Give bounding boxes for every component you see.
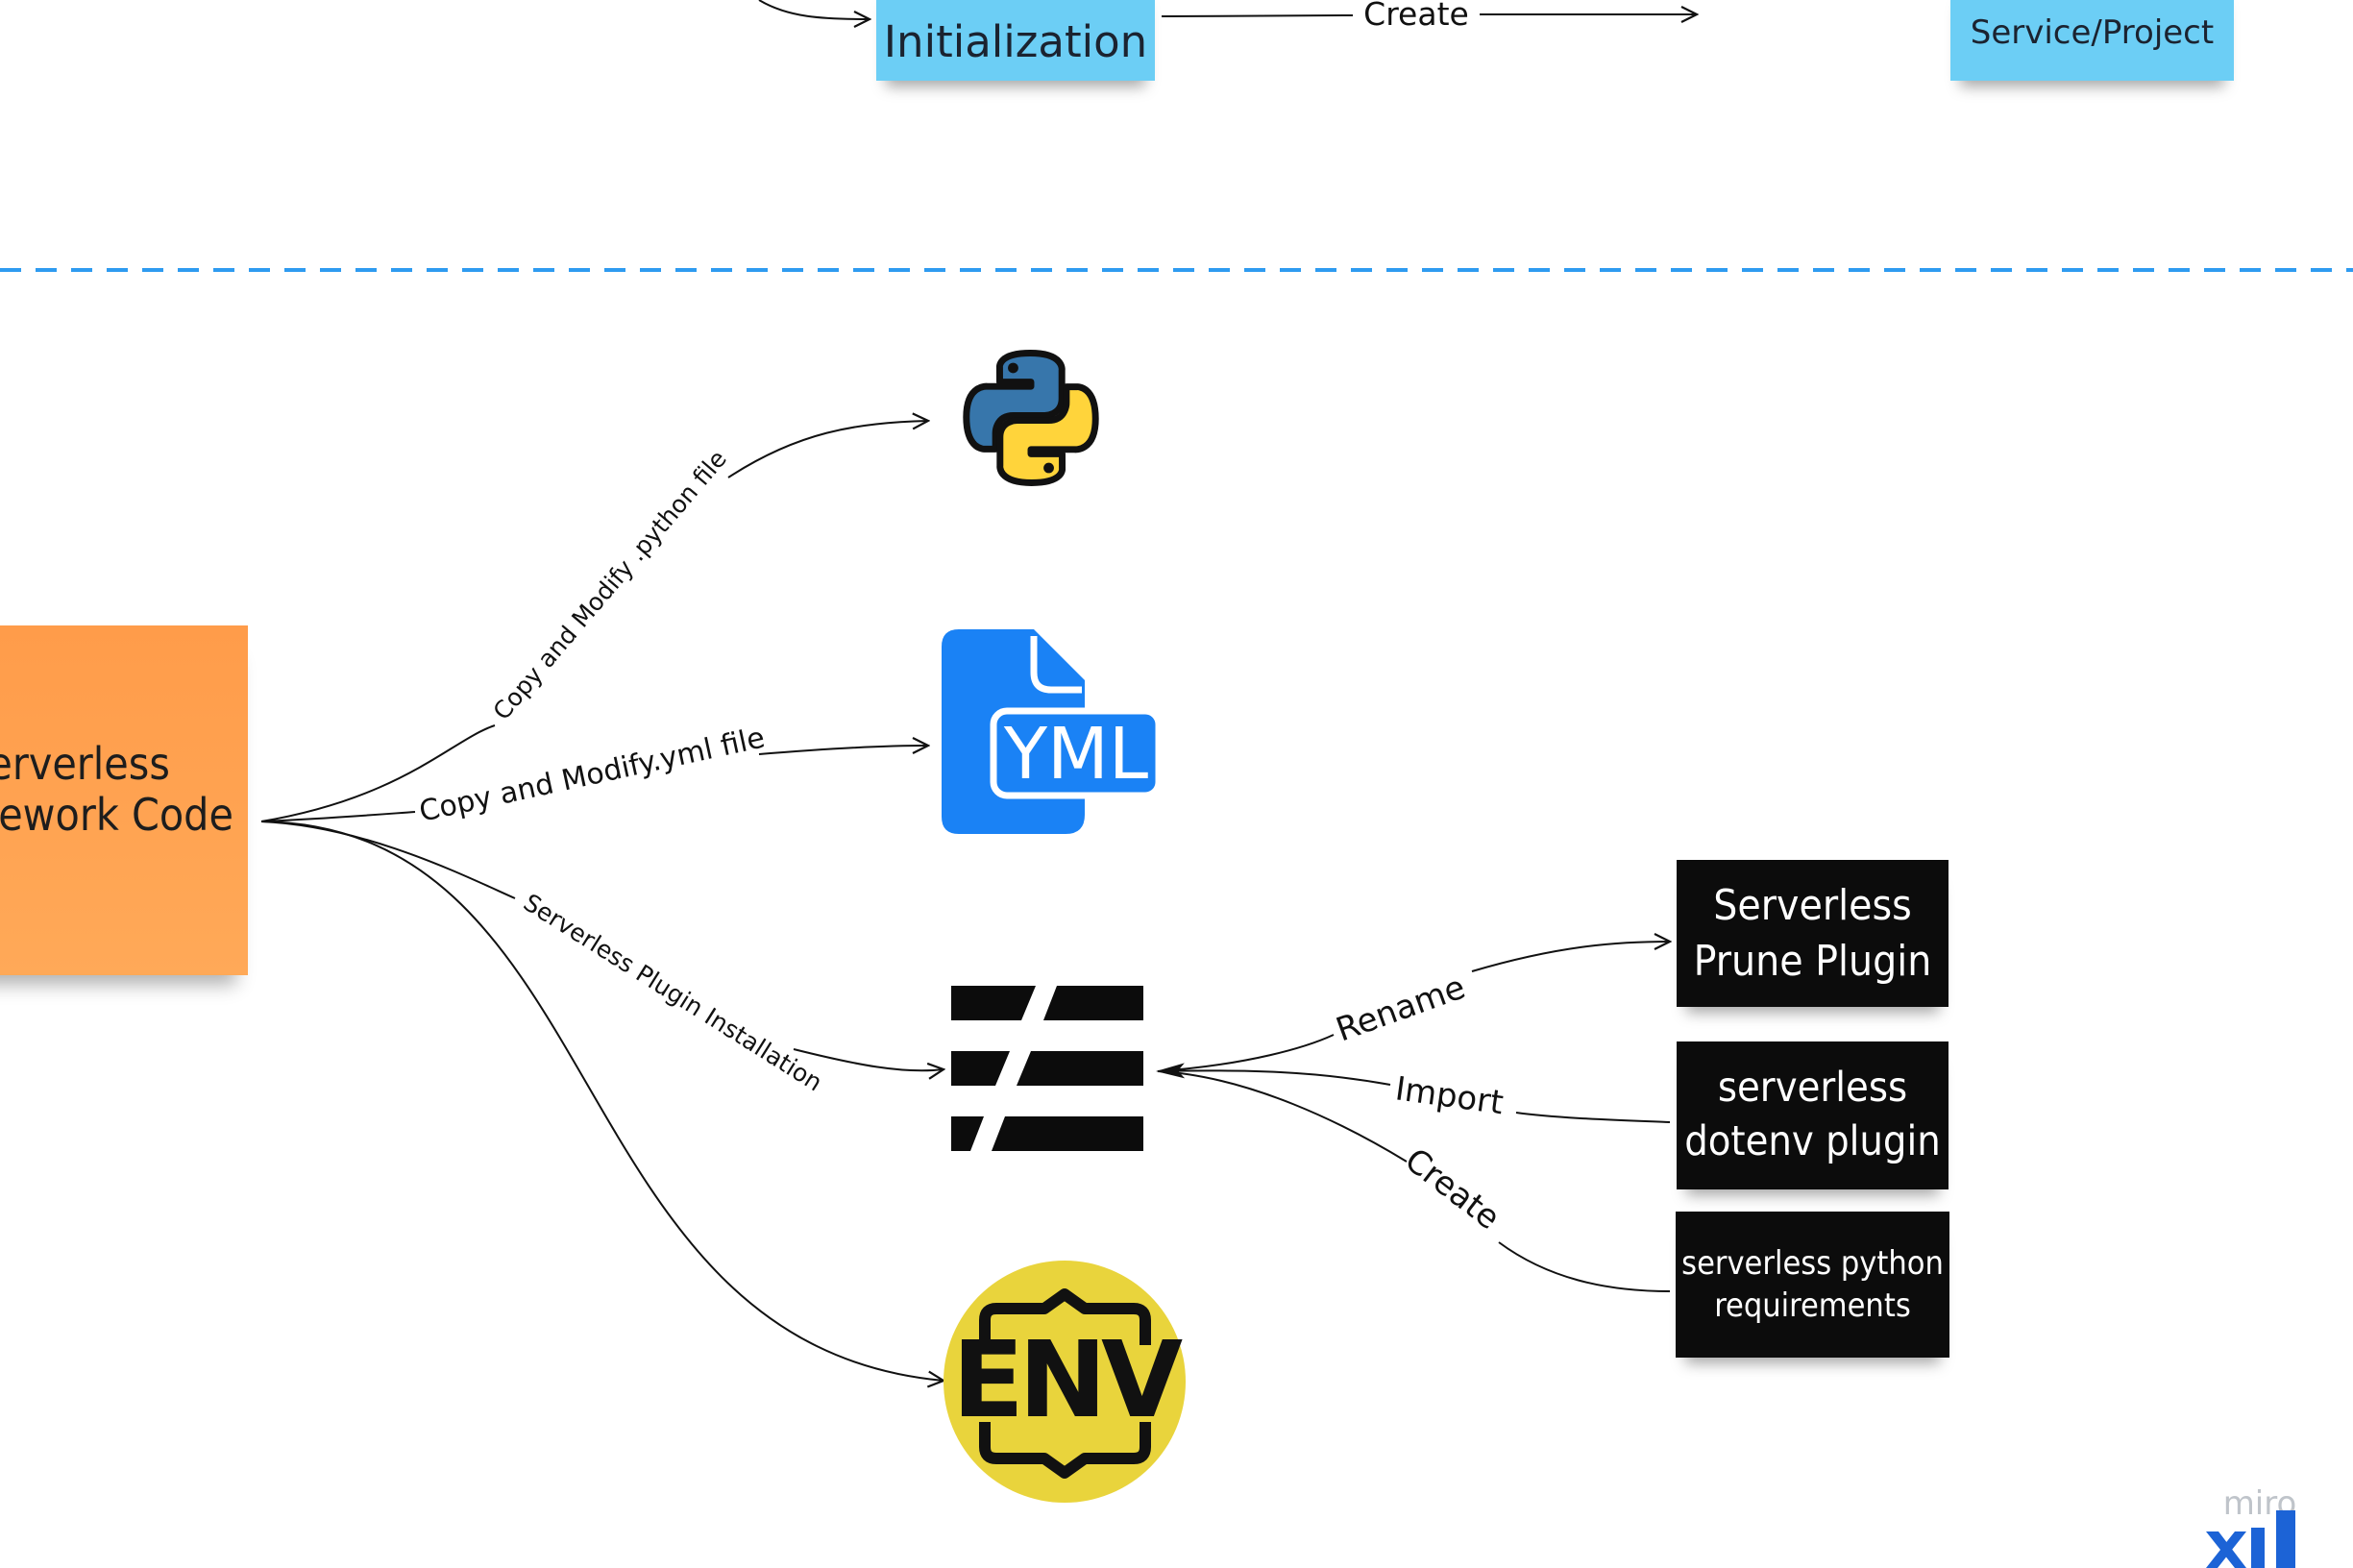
edge-label-rename: Rename xyxy=(1331,968,1470,1050)
edge-create xyxy=(1157,1070,1671,1292)
edge-initialization-to-service xyxy=(1161,14,1697,16)
dotenv-plugin-line-1: serverless xyxy=(1717,1064,1908,1113)
miro-logo-icon: miro xyxy=(2206,1484,2296,1568)
yml-file-icon-label: YML xyxy=(1003,713,1148,796)
sticky-service-project[interactable]: Service/Project xyxy=(1950,0,2234,81)
edge-into-initialization xyxy=(758,0,870,19)
sticky-python-requirements[interactable]: serverless python requirements xyxy=(1676,1212,1949,1358)
python-requirements-line-1: serverless python xyxy=(1681,1243,1944,1283)
sticky-dotenv-plugin[interactable]: serverless dotenv plugin xyxy=(1677,1041,1949,1189)
edge-to-yml xyxy=(260,746,928,822)
edge-to-python xyxy=(260,421,928,822)
edge-label-import: Import xyxy=(1393,1069,1506,1122)
prune-plugin-line-1: Serverless xyxy=(1713,881,1912,931)
edge-import xyxy=(1158,1070,1671,1123)
prune-plugin-line-2: Prune Plugin xyxy=(1693,936,1932,986)
sticky-initialization[interactable]: Initialization xyxy=(876,0,1155,81)
sticky-framework-code[interactable]: Serverless Framework Code xyxy=(0,625,248,975)
edge-label-top-create: Create xyxy=(1363,0,1469,33)
framework-code-line-2: Framework Code xyxy=(0,788,233,841)
edge-label-create: Create xyxy=(1398,1140,1507,1237)
serverless-framework-icon xyxy=(951,986,1143,1151)
env-file-icon: ENV xyxy=(944,1261,1189,1503)
edge-to-serverless-icon xyxy=(260,821,944,1070)
dotenv-plugin-line-2: dotenv plugin xyxy=(1684,1117,1941,1165)
sticky-service-project-label: Service/Project xyxy=(1970,13,2215,52)
python-requirements-line-2: requirements xyxy=(1714,1286,1911,1325)
edge-label-copy-python: Copy and Modify .python file xyxy=(487,445,731,725)
edge-to-env xyxy=(260,821,944,1381)
python-logo-icon xyxy=(963,350,1099,486)
edge-label-plugin-installation: Serverless Plugin Installation xyxy=(519,889,827,1097)
env-file-icon-label: ENV xyxy=(952,1318,1183,1441)
edge-rename xyxy=(1157,942,1670,1072)
framework-code-line-1: Serverless xyxy=(0,738,170,790)
sticky-prune-plugin[interactable]: Serverless Prune Plugin xyxy=(1677,860,1949,1007)
yml-file-icon: YML xyxy=(942,629,1163,834)
sticky-initialization-label: Initialization xyxy=(883,15,1148,67)
